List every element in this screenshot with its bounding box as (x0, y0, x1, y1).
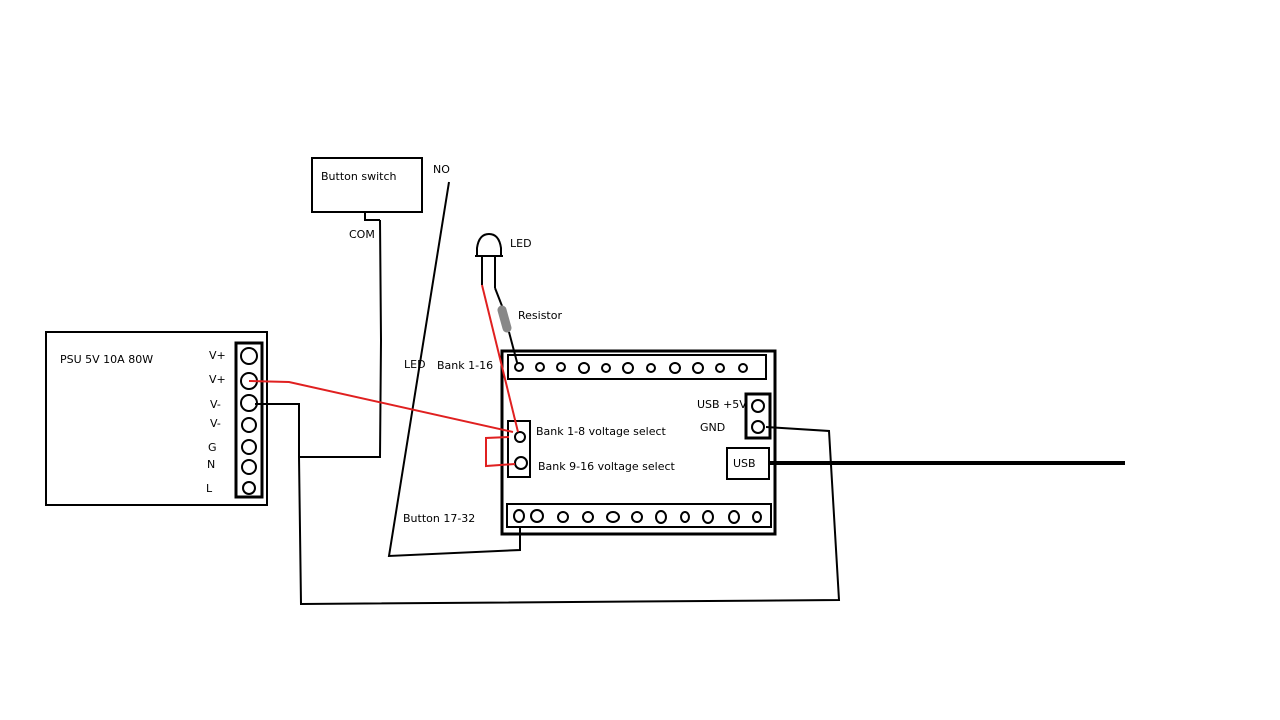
button-switch-label: Button switch (321, 170, 396, 183)
terminal-label-v-plus-1: V+ (209, 349, 226, 362)
pin (738, 363, 748, 373)
pin (752, 511, 762, 523)
controller-board: Bank 1-16 Button 17-32 Bank 1-8 voltage … (403, 349, 777, 536)
pin (669, 362, 681, 374)
button-17-32-pins (513, 509, 762, 524)
button-17-32-label: Button 17-32 (403, 512, 475, 525)
vsel-pin-1 (514, 431, 526, 443)
led-icon (476, 232, 502, 257)
com-pin (364, 213, 380, 221)
pin (692, 362, 704, 374)
button-17-32-header (506, 503, 772, 528)
resistor-label: Resistor (518, 309, 562, 322)
pin (655, 510, 667, 524)
wire-no-to-button-bank (387, 181, 521, 558)
terminal-label-n: N (207, 458, 215, 471)
bank-1-16-pins (514, 362, 748, 374)
pin (578, 362, 590, 374)
pin (557, 511, 569, 523)
terminal-label-g: G (208, 441, 217, 454)
board-outline (500, 349, 777, 536)
psu-box (45, 331, 268, 506)
resistor-icon (497, 305, 512, 333)
terminal-hole (241, 417, 257, 433)
terminal-hole (240, 347, 258, 365)
pin (582, 511, 594, 523)
pin (646, 363, 656, 373)
psu-label: PSU 5V 10A 80W (60, 353, 153, 366)
led-wire-label: LED (404, 358, 426, 371)
vsel-9-16-label: Bank 9-16 voltage select (538, 460, 676, 473)
resistor-lead-top (494, 287, 503, 307)
pin (680, 511, 690, 523)
button-no-label: NO (433, 163, 450, 176)
gnd-label: GND (700, 421, 725, 434)
terminal-label-v-minus-1: V- (210, 398, 221, 411)
voltage-select-header (507, 420, 531, 478)
wire-gnd-loop (298, 426, 841, 606)
pin (556, 362, 566, 372)
button-switch: Button switch NO COM (311, 157, 450, 241)
pin (535, 362, 545, 372)
terminal-hole (242, 481, 256, 495)
terminal-label-v-minus-2: V- (210, 417, 221, 430)
pin (622, 362, 634, 374)
usb-power-header (744, 392, 772, 440)
wire-led-to-vsel (481, 284, 519, 433)
pin (631, 511, 643, 523)
bank-1-16-label: Bank 1-16 (437, 359, 493, 372)
pin (514, 362, 524, 372)
wire-com-to-psu-vminus (299, 219, 383, 458)
terminal-hole (240, 394, 258, 412)
terminal-label-v-plus-2: V+ (209, 373, 226, 386)
resistor-lead-bottom (508, 331, 519, 367)
pin (728, 510, 740, 524)
psu-terminal-strip (234, 341, 264, 499)
usb-5v-pin (751, 399, 765, 413)
psu-unit: PSU 5V 10A 80W V+ V+ V- V- G N L (45, 331, 268, 506)
pin (530, 509, 544, 523)
usb-label: USB (733, 457, 756, 470)
bank-1-16-header (507, 354, 767, 380)
psu-terminal-labels: V+ V+ V- V- G N L (206, 349, 226, 495)
psu-terminal-holes (240, 347, 258, 495)
terminal-hole (241, 439, 257, 455)
button-switch-box (311, 157, 423, 213)
pin (702, 510, 714, 524)
terminal-label-l: L (206, 482, 213, 495)
usb-5v-label: USB +5V (697, 398, 747, 411)
button-com-label: COM (349, 228, 375, 241)
pin (715, 363, 725, 373)
gnd-pin (751, 420, 765, 434)
led-label: LED (510, 237, 532, 250)
vsel-1-8-label: Bank 1-8 voltage select (536, 425, 667, 438)
terminal-hole (241, 459, 257, 475)
wire-vsel-jumper (485, 436, 516, 468)
resistor-component: Resistor (494, 287, 562, 367)
vsel-pin-2 (514, 456, 528, 470)
wire-psu-vminus-stub (255, 403, 300, 457)
pin (513, 509, 525, 523)
led-component: LED (475, 232, 532, 288)
pin (606, 511, 620, 523)
wire-vplus-to-vsel (248, 380, 514, 433)
wires (248, 181, 1125, 606)
pin (601, 363, 611, 373)
